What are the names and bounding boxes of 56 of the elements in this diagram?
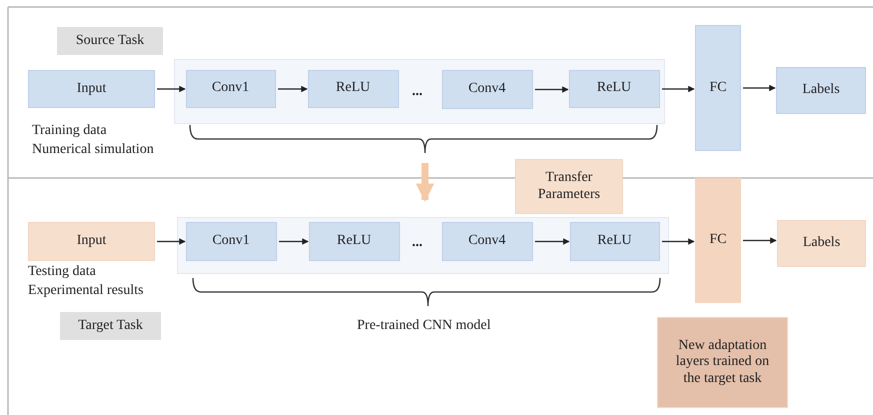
arrow	[278, 86, 308, 92]
input-box	[28, 222, 155, 261]
caption-text: Pre-trained CNN model	[357, 318, 491, 335]
arrow	[416, 163, 434, 202]
arrow	[662, 238, 695, 245]
box-label: ReLU	[336, 232, 372, 250]
output-box	[776, 67, 866, 114]
box-label: Conv1	[212, 232, 250, 250]
box-label: Conv4	[468, 80, 506, 98]
box-label: ReLU	[597, 232, 632, 250]
box-label: Conv1	[212, 80, 250, 97]
arrow	[279, 238, 309, 245]
box-label: Transfer Parameters	[536, 170, 602, 203]
layer-box	[695, 178, 741, 303]
arrow	[662, 86, 695, 92]
input-box	[28, 70, 155, 108]
layer-box	[568, 70, 660, 108]
layer-box	[186, 70, 276, 108]
box-label: Input	[76, 233, 106, 250]
layer-box	[442, 222, 532, 260]
box-label: Source Task	[76, 32, 144, 50]
layer-box	[308, 222, 400, 260]
transfer-box	[515, 159, 623, 214]
layer-box	[570, 222, 660, 260]
output-box	[777, 220, 866, 267]
arrow	[743, 84, 776, 92]
arrow	[743, 237, 777, 244]
note-box	[657, 317, 788, 408]
model-panel	[177, 217, 669, 274]
layer-box	[695, 25, 741, 151]
box-label: Labels	[802, 235, 840, 252]
task-tag	[60, 312, 161, 340]
box-label: Conv4	[468, 232, 506, 250]
caption-text: Experimental results	[28, 283, 144, 300]
model-panel	[174, 59, 665, 124]
caption-text: Numerical simulation	[32, 142, 154, 159]
box-label: Input	[76, 80, 106, 98]
layer-box	[308, 70, 398, 108]
ellipsis: ...	[412, 84, 422, 101]
caption-text: Testing data	[28, 264, 96, 281]
arrow	[157, 238, 186, 245]
arrow	[157, 86, 186, 92]
box-label: ReLU	[596, 80, 632, 97]
arrow	[535, 238, 570, 245]
caption-text: Training data	[32, 123, 107, 140]
box-label: Target Task	[78, 318, 143, 334]
box-label: Labels	[802, 82, 840, 99]
box-label: New adaptation layers trained on the target task	[674, 338, 770, 387]
layer-box	[186, 222, 276, 260]
box-label: FC	[709, 232, 727, 249]
task-tag	[57, 27, 163, 55]
layer-box	[442, 70, 532, 108]
box-label: FC	[709, 80, 727, 96]
arrow	[535, 86, 569, 93]
box-label: ReLU	[336, 80, 370, 97]
ellipsis: ...	[412, 235, 422, 252]
